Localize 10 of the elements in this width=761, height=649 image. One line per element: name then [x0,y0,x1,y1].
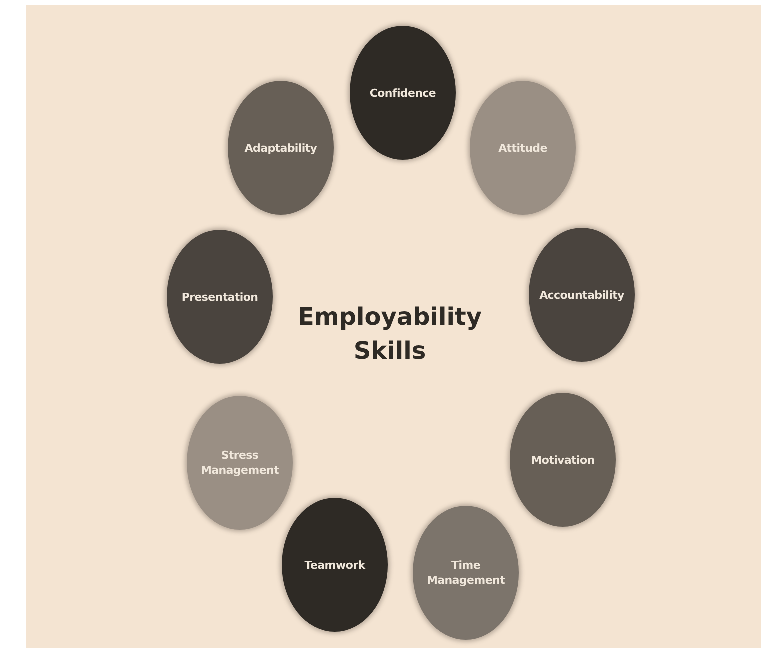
skill-label: Stress Management [200,448,280,478]
skill-label: Confidence [370,86,436,100]
skill-label: Accountability [540,288,624,302]
skill-label: Adaptability [244,140,318,156]
skill-label: Presentation [182,290,258,304]
skill-label: Attitude [498,140,548,156]
center-title: Employability Skills [296,302,484,367]
skill-label: Time Management [426,558,506,588]
skill-label: Teamwork [304,558,366,572]
skill-label: Motivation [531,452,595,468]
